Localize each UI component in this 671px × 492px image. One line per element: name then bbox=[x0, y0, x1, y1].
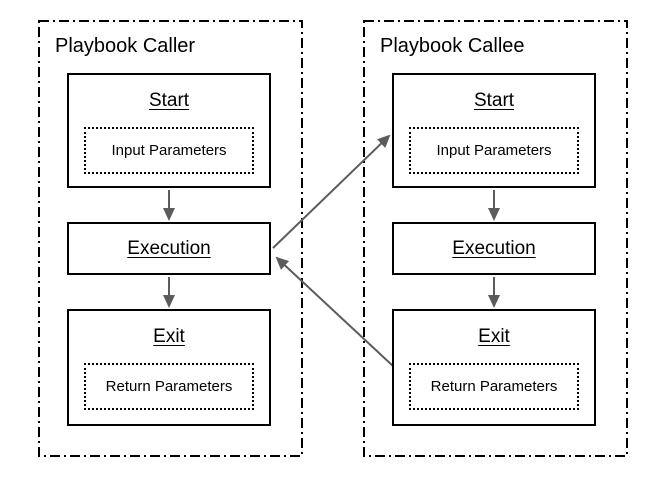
caller-group-border bbox=[38, 20, 303, 457]
caller-input-parameters-box: Input Parameters bbox=[84, 127, 254, 174]
caller-start-label: Start bbox=[148, 90, 190, 111]
callee-start-node: Start Input Parameters bbox=[392, 73, 596, 188]
caller-input-parameters-label: Input Parameters bbox=[111, 142, 227, 159]
caller-return-parameters-box: Return Parameters bbox=[84, 363, 254, 410]
caller-start-node: Start Input Parameters bbox=[67, 73, 271, 188]
caller-execution-label: Execution bbox=[127, 237, 211, 259]
callee-group-title: Playbook Callee bbox=[380, 35, 525, 57]
edge-call-caller-execution-to-callee-start bbox=[272, 134, 391, 249]
callee-input-parameters-label: Input Parameters bbox=[436, 142, 552, 159]
callee-input-parameters-box: Input Parameters bbox=[409, 127, 579, 174]
callee-execution-node: Execution bbox=[392, 222, 596, 275]
callee-return-parameters-label: Return Parameters bbox=[430, 378, 558, 395]
caller-group-title: Playbook Caller bbox=[55, 35, 196, 57]
caller-exit-label: Exit bbox=[153, 326, 185, 347]
edge-return-callee-exit-to-caller-execution bbox=[275, 256, 394, 367]
callee-start-label: Start bbox=[473, 90, 515, 111]
caller-return-parameters-label: Return Parameters bbox=[105, 378, 233, 395]
callee-exit-label: Exit bbox=[478, 326, 510, 347]
caller-exit-node: Exit Return Parameters bbox=[67, 309, 271, 426]
callee-execution-label: Execution bbox=[452, 237, 536, 259]
callee-group-border bbox=[363, 20, 628, 457]
caller-execution-node: Execution bbox=[67, 222, 271, 275]
callee-return-parameters-box: Return Parameters bbox=[409, 363, 579, 410]
callee-exit-node: Exit Return Parameters bbox=[392, 309, 596, 426]
